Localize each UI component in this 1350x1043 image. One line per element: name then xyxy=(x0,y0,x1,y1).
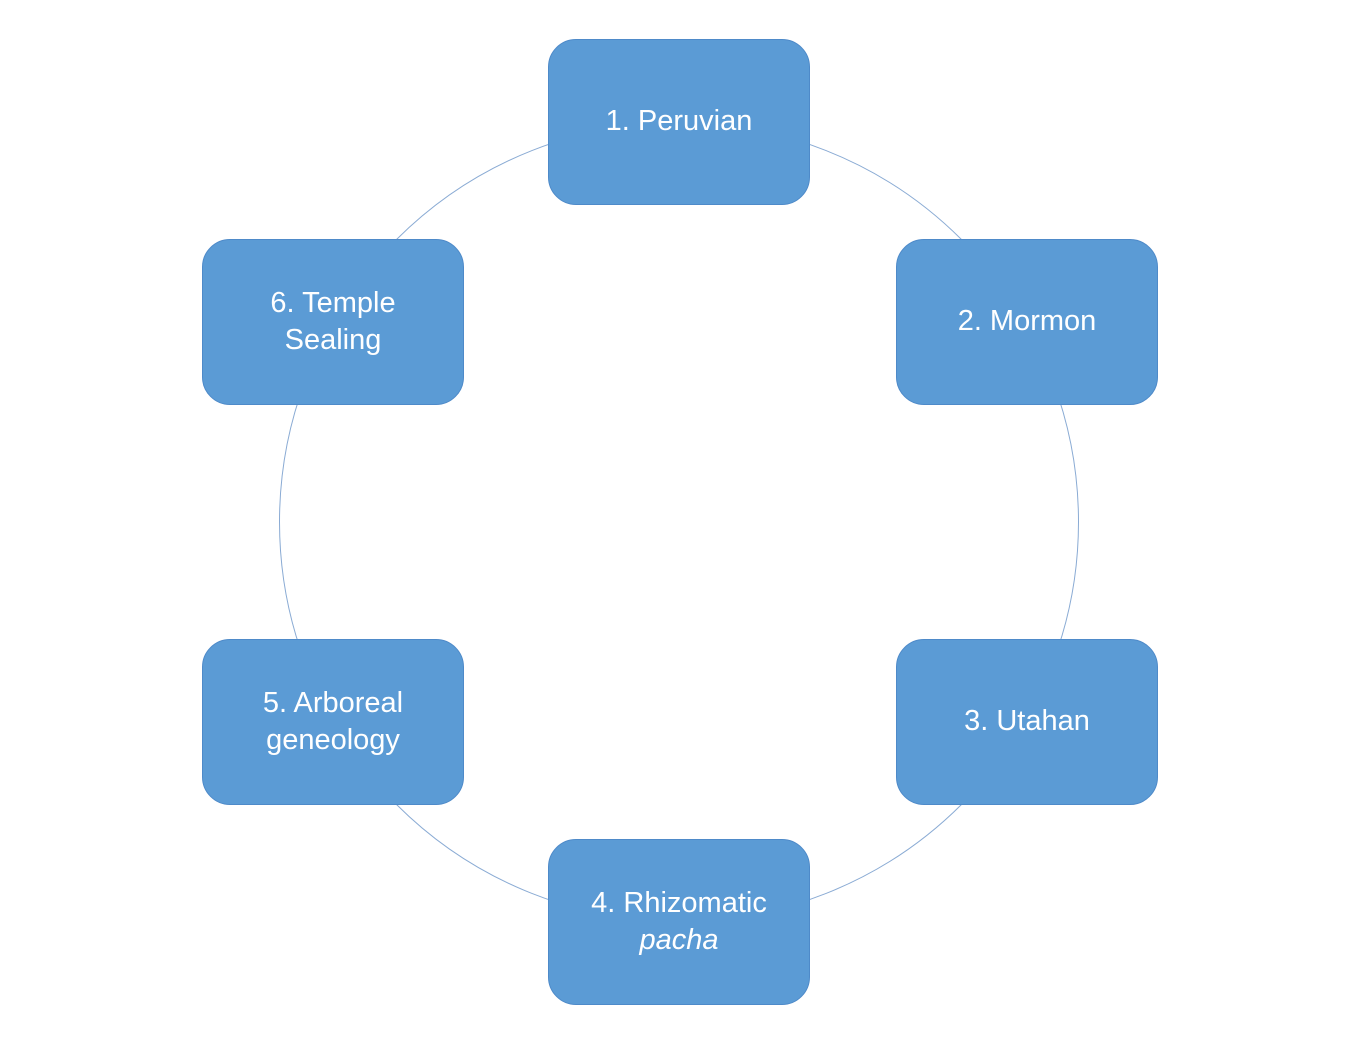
node-label: 5. Arboreal geneology xyxy=(262,686,404,756)
cycle-node-rhizomatic-pacha: 4. Rhizomatic pacha xyxy=(548,839,810,1005)
node-label: 2. Mormon xyxy=(957,305,1097,338)
node-label: 1. Peruvian xyxy=(605,105,753,138)
cycle-node-arboreal-geneology: 5. Arboreal geneology xyxy=(202,639,464,805)
cycle-node-temple-sealing: 6. Temple Sealing xyxy=(202,239,464,405)
node-label: 3. Utahan xyxy=(964,705,1090,738)
cycle-node-utahan: 3. Utahan xyxy=(896,639,1158,805)
node-label-italic: pacha xyxy=(639,924,719,956)
node-label: 4. Rhizomatic xyxy=(591,886,767,919)
node-label: 6. Temple Sealing xyxy=(270,286,396,356)
cycle-node-peruvian: 1. Peruvian xyxy=(548,39,810,205)
cycle-node-mormon: 2. Mormon xyxy=(896,239,1158,405)
